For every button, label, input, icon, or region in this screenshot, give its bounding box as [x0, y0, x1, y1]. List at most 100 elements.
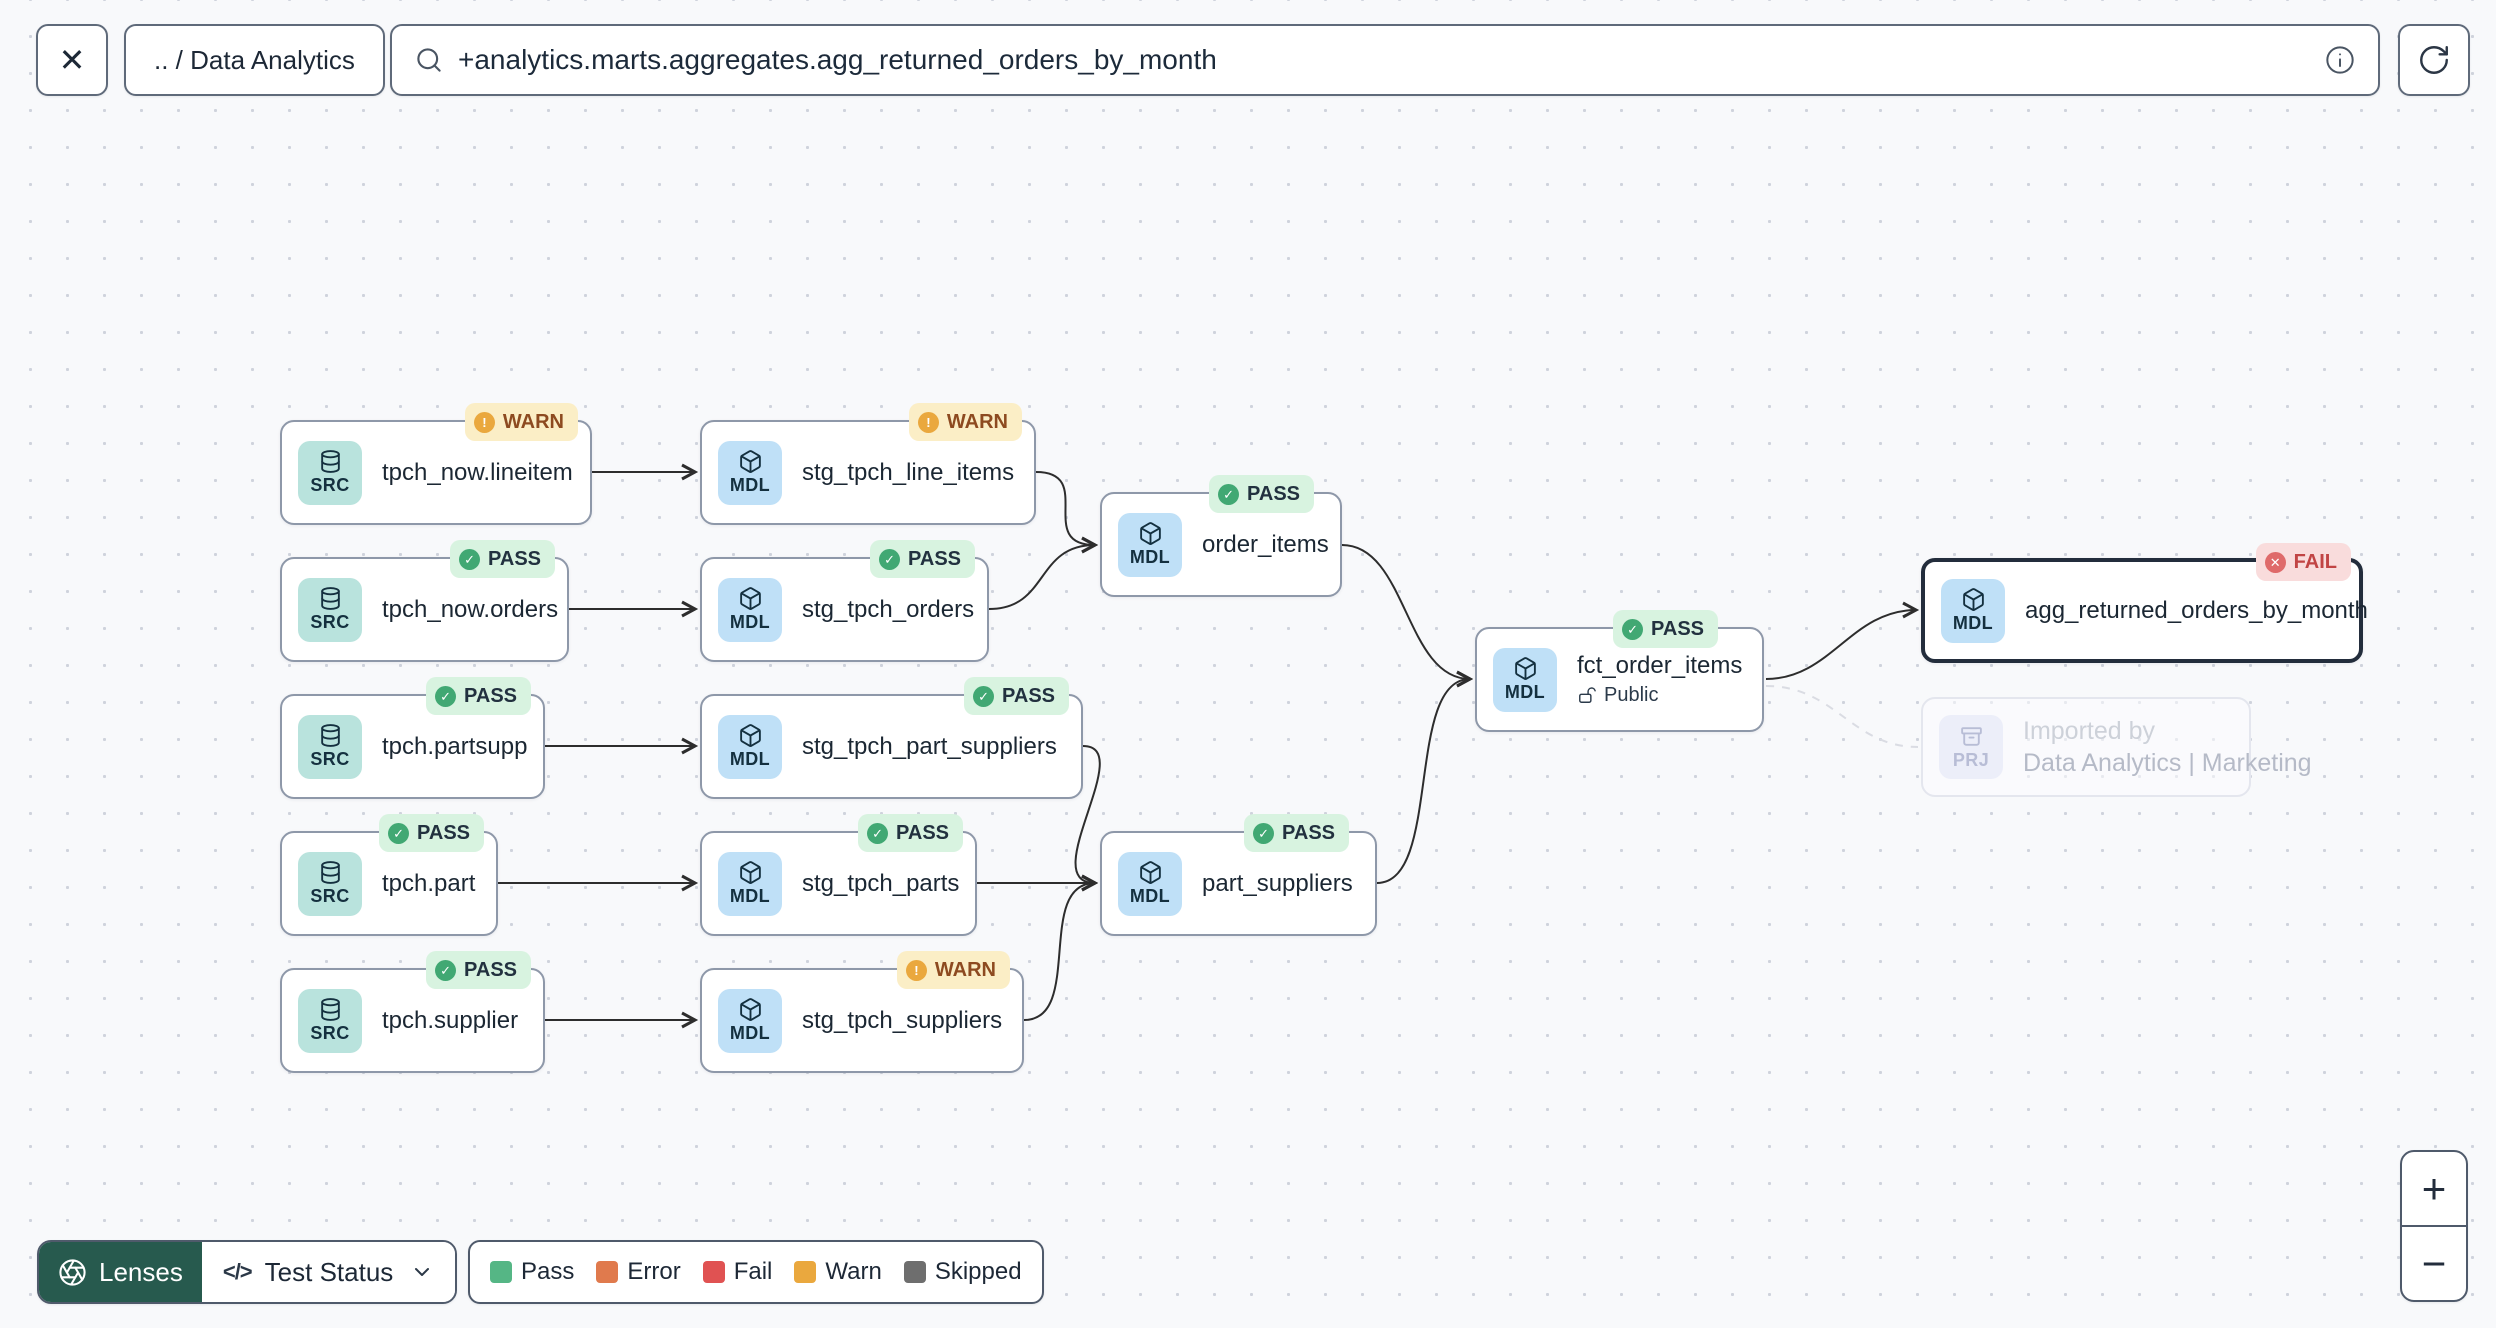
node-kind: MDL: [729, 1023, 771, 1043]
node-fct_order_items[interactable]: ✓ PASS MDL fct_order_items Public: [1475, 610, 1764, 732]
status-badge: ✓ PASS: [1209, 475, 1314, 513]
warn-icon: !: [905, 959, 927, 981]
error-swatch: [596, 1261, 619, 1283]
status-label: WARN: [934, 958, 996, 981]
node-tpch_now-orders[interactable]: ✓ PASS SRC tpch_now.orders: [280, 540, 569, 662]
node-tpch-part[interactable]: ✓ PASS SRC tpch.part: [280, 814, 498, 936]
node-kind: SRC: [310, 886, 350, 906]
fail-icon: ✕: [2264, 551, 2286, 573]
legend-label: Error: [627, 1258, 681, 1285]
node-kind: MDL: [729, 749, 771, 769]
lock-open-icon: [1579, 687, 1596, 703]
zoom-out-button[interactable]: −: [2402, 1225, 2466, 1300]
node-label: stg_tpch_suppliers: [802, 1006, 1003, 1034]
check-icon: ✓: [879, 548, 901, 570]
model-type-block: MDL: [718, 851, 782, 916]
node-part_suppliers[interactable]: ✓ PASS MDL part_suppliers: [1100, 814, 1377, 936]
close-icon: ✕: [58, 42, 86, 78]
node-label: stg_tpch_parts: [802, 869, 960, 897]
breadcrumb[interactable]: .. / Data Analytics: [124, 24, 385, 96]
status-label: PASS: [908, 547, 961, 570]
model-type-block: MDL: [1118, 851, 1182, 916]
cube-icon: [739, 450, 761, 473]
node-tpch-supplier[interactable]: ✓ PASS SRC tpch.supplier: [280, 951, 545, 1073]
status-badge: ✓ PASS: [426, 951, 531, 989]
node-tpch-partsupp[interactable]: ✓ PASS SRC tpch.partsupp: [280, 677, 545, 799]
lenses-button[interactable]: Lenses: [39, 1242, 202, 1302]
status-badge: ✓ PASS: [450, 540, 555, 578]
node-label: tpch_now.orders: [382, 595, 559, 623]
refresh-button[interactable]: [2398, 24, 2470, 96]
search-box[interactable]: [390, 24, 2380, 96]
edge: [1765, 601, 1920, 680]
node-tpch_now-lineitem[interactable]: ! WARN SRC tpch_now.lineitem: [280, 403, 592, 525]
edge: [1341, 544, 1474, 688]
database-icon: [320, 861, 340, 884]
model-type-block: MDL: [718, 440, 782, 505]
cube-icon: [739, 587, 761, 610]
legend-label: Pass: [521, 1258, 575, 1285]
database-icon: [320, 998, 340, 1021]
lens-selector[interactable]: </> Test Status: [201, 1242, 456, 1302]
status-label: PASS: [1651, 617, 1704, 640]
legend-label: Warn: [825, 1258, 882, 1285]
cube-icon: [739, 998, 761, 1021]
search-icon: [417, 48, 441, 72]
status-label: FAIL: [2293, 550, 2337, 573]
status-label: WARN: [502, 410, 564, 433]
node-kind: MDL: [729, 475, 771, 495]
lens-value: Test Status: [264, 1256, 394, 1287]
warn-icon: !: [473, 411, 495, 433]
lens-control: Lenses </> Test Status: [37, 1240, 458, 1304]
access-row: Public: [1577, 684, 1742, 707]
status-label: PASS: [464, 684, 517, 707]
search-input[interactable]: [458, 44, 2310, 76]
check-icon: ✓: [435, 685, 457, 707]
access-label: Public: [1604, 684, 1659, 706]
node-stg_tpch_parts[interactable]: ✓ PASS MDL stg_tpch_parts: [700, 814, 977, 936]
zoom-in-button[interactable]: +: [2421, 1164, 2447, 1212]
node-stg_tpch_line_items[interactable]: ! WARN MDL stg_tpch_line_items: [700, 403, 1036, 525]
model-type-block: MDL: [718, 577, 782, 642]
close-button[interactable]: ✕: [36, 24, 108, 96]
source-type-block: SRC: [298, 577, 362, 642]
status-label: PASS: [488, 547, 541, 570]
cube-icon: [1514, 657, 1536, 680]
ghost-sublabel: Data Analytics | Marketing: [2023, 748, 2312, 777]
cube-icon: [1139, 522, 1161, 545]
source-type-block: SRC: [298, 714, 362, 779]
node-label: tpch.part: [382, 869, 476, 897]
node-stg_tpch_part_suppliers[interactable]: ✓ PASS MDL stg_tpch_part_suppliers: [700, 677, 1083, 799]
node-kind: SRC: [310, 475, 350, 495]
ghost-label: Imported by: [2023, 716, 2156, 745]
info-icon[interactable]: [2324, 44, 2356, 76]
legend-label: Skipped: [934, 1258, 1022, 1285]
chevron-down-icon: [415, 1268, 430, 1276]
node-kind: SRC: [310, 612, 350, 632]
pass-swatch: [490, 1261, 512, 1283]
fail-swatch: [702, 1261, 725, 1283]
code-icon: </>: [222, 1259, 253, 1284]
database-icon: [320, 450, 340, 473]
node-agg_returned_orders_by_month[interactable]: ✕ FAIL MDL agg_returned_orders_by_month: [1921, 543, 2368, 663]
node-stg_tpch_orders[interactable]: ✓ PASS MDL stg_tpch_orders: [700, 540, 989, 662]
legend-item-pass: Pass: [490, 1258, 574, 1286]
refresh-icon: [2420, 46, 2448, 74]
node-label: part_suppliers: [1202, 869, 1353, 897]
node-kind: MDL: [729, 886, 771, 906]
legend-label: Fail: [733, 1258, 773, 1285]
node-kind: SRC: [310, 749, 350, 769]
status-label: PASS: [1282, 821, 1335, 844]
node-order_items[interactable]: ✓ PASS MDL order_items: [1100, 475, 1342, 597]
node-stg_tpch_suppliers[interactable]: ! WARN MDL stg_tpch_suppliers: [700, 951, 1024, 1073]
check-icon: ✓: [1218, 483, 1240, 505]
edge: [1376, 670, 1474, 884]
status-badge: ✓ PASS: [379, 814, 484, 852]
node-kind: SRC: [310, 1023, 350, 1043]
test-status-legend: Pass Error Fail Warn Skipped: [468, 1240, 1044, 1304]
legend-item-fail: Fail: [702, 1258, 773, 1286]
edge: [1074, 745, 1101, 892]
check-icon: ✓: [867, 822, 889, 844]
node-label: fct_order_items: [1577, 652, 1743, 679]
